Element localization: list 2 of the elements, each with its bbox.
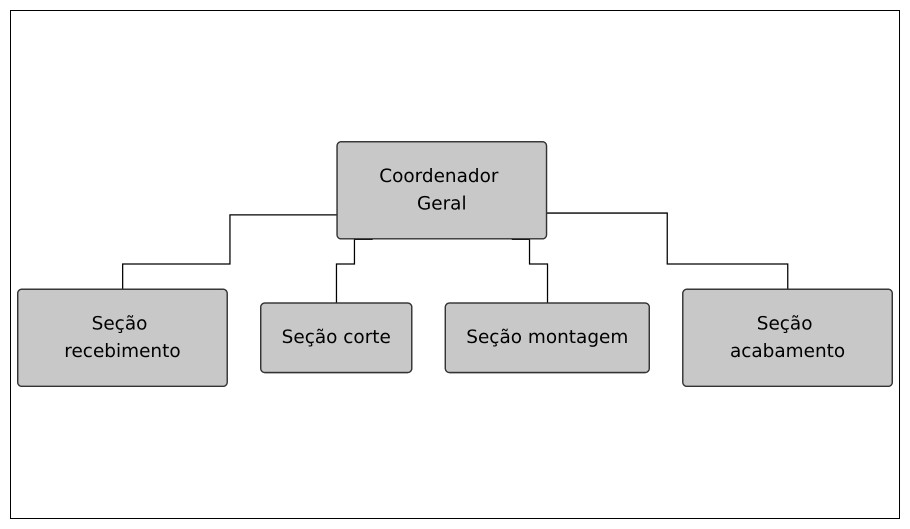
connector	[122, 214, 338, 291]
connector	[546, 212, 789, 291]
